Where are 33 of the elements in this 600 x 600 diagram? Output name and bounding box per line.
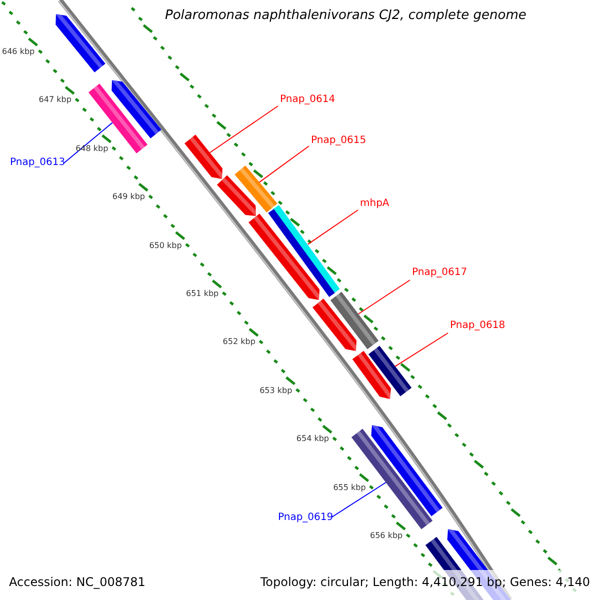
genome-info-text: Topology: circular; Length: 4,410,291 bp; Genes: 4,140 <box>260 575 590 589</box>
scale-label: 655 kbp <box>333 482 366 493</box>
gene-label: Pnap_0617 <box>412 267 468 279</box>
scale-label: 646 kbp <box>2 47 35 57</box>
leader-line <box>64 122 113 164</box>
gene-feature <box>351 428 433 530</box>
scale-label: 647 kbp <box>38 95 72 106</box>
leader-line <box>307 210 358 245</box>
scale-label: 649 kbp <box>112 192 145 202</box>
accession-text: Accession: NC_008781 <box>9 575 146 589</box>
gene-feature <box>368 346 412 396</box>
gene-feature <box>330 292 379 350</box>
gene-label: Pnap_0615 <box>311 135 366 147</box>
leader-line <box>358 280 410 314</box>
gene-label: Pnap_0613 <box>10 157 66 169</box>
scale-label: 650 kbp <box>149 240 182 251</box>
gene-feature <box>184 134 225 180</box>
leader-line <box>332 482 386 518</box>
scale-label: 653 kbp <box>260 386 292 396</box>
scale-label: 651 kbp <box>186 289 219 299</box>
diagram-title: Polaromonas naphthalenivorans CJ2, complete genome <box>165 8 526 23</box>
gene-feature <box>88 84 148 154</box>
leader-line <box>394 332 448 367</box>
gene-feature <box>234 166 278 212</box>
gene-label: Pnap_0618 <box>450 320 506 332</box>
gene-label: mhpA <box>360 198 390 210</box>
gene-label: Pnap_0614 <box>280 94 336 106</box>
scale-label: 652 kbp <box>222 337 256 348</box>
gene-label: Pnap_0619 <box>278 512 334 524</box>
leader-line <box>209 106 278 154</box>
leader-line <box>258 146 310 183</box>
gene-feature <box>268 204 340 298</box>
scale-label: 654 kbp <box>296 434 329 444</box>
